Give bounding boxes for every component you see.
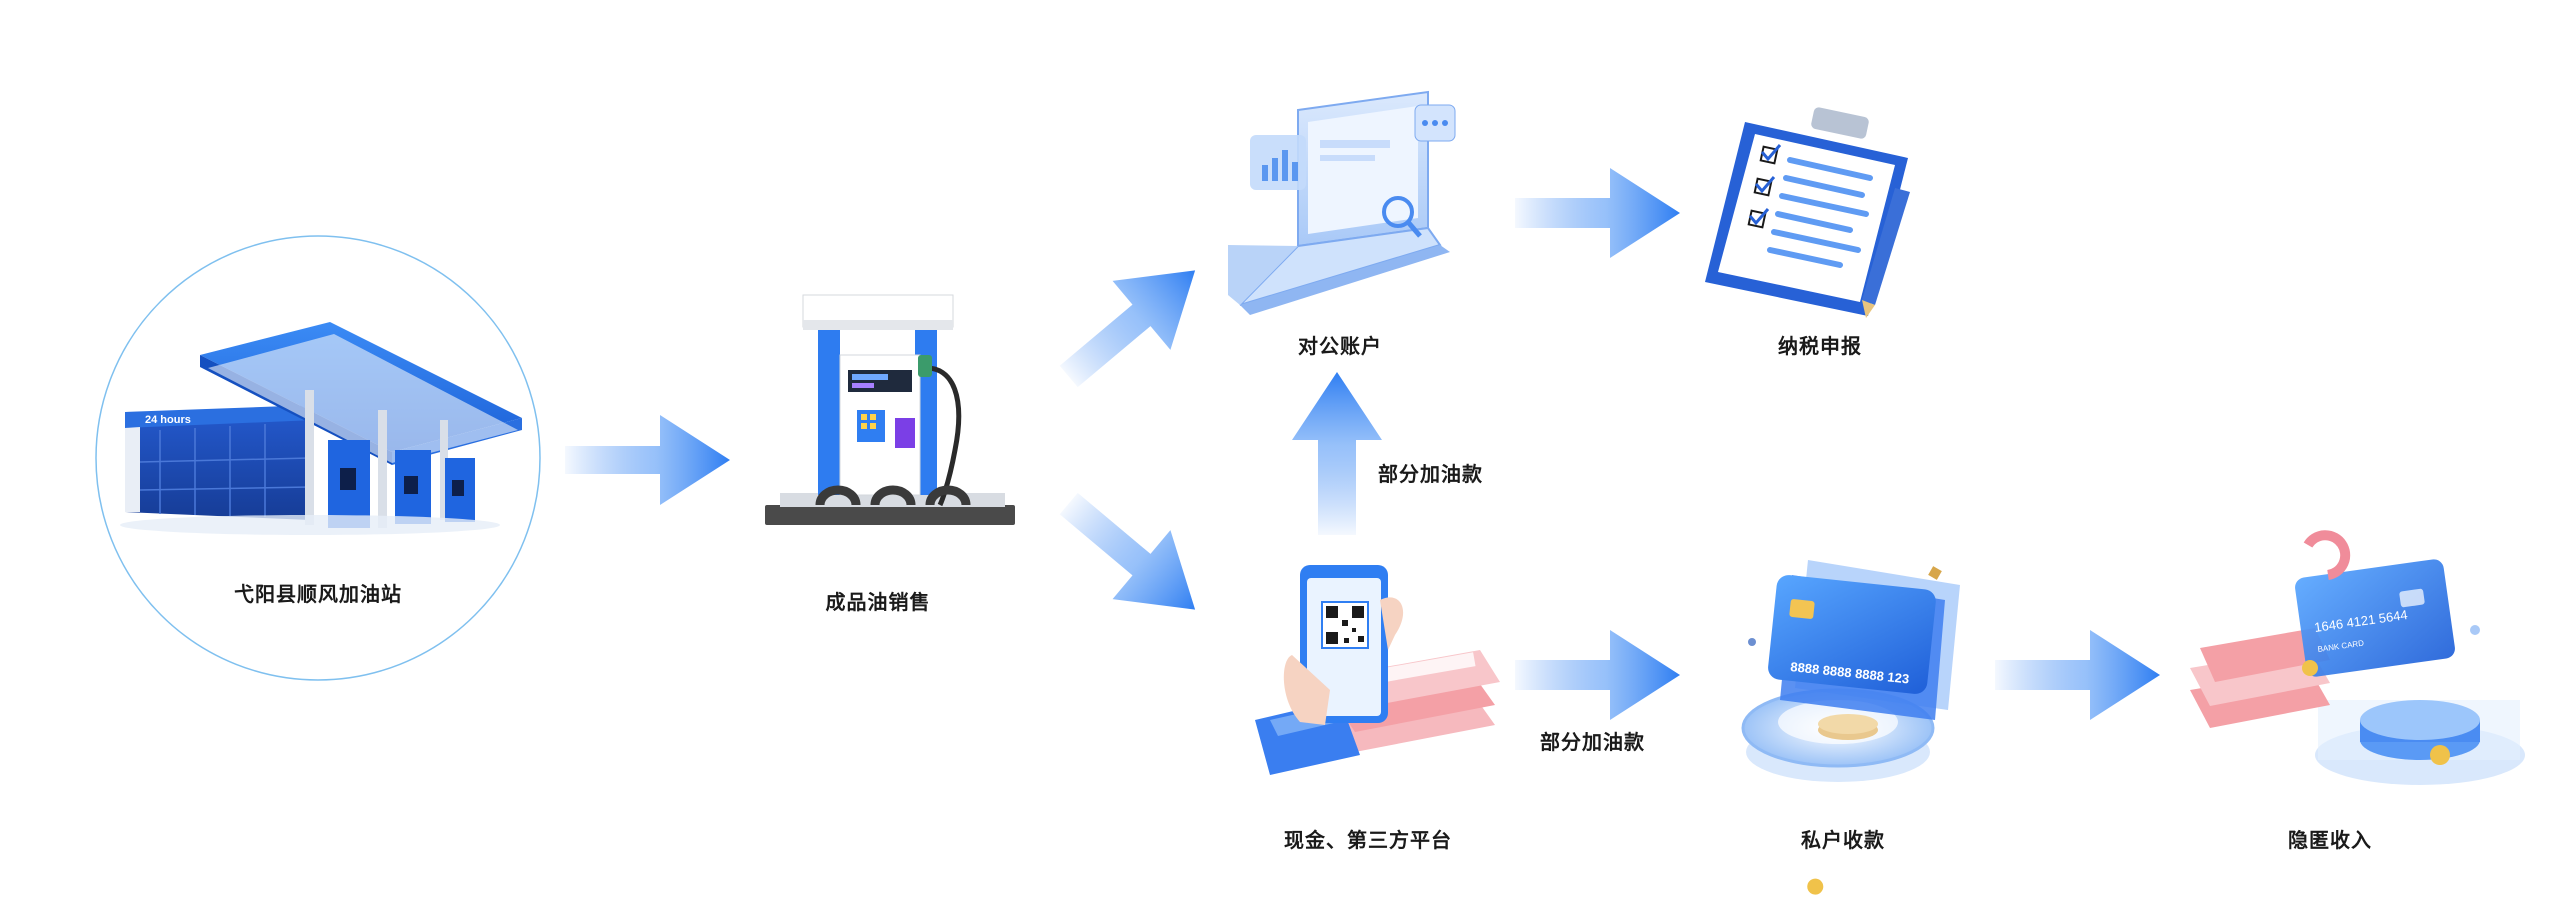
arrow-pump-to-cash	[1059, 492, 1196, 610]
arrow-station-to-pump	[565, 415, 730, 505]
arrow-corporate-to-tax	[1515, 168, 1680, 258]
private-card-illustration: 8888 8888 8888 123	[1741, 560, 1960, 895]
hidden-income-illustration: 1646 4121 5644 BANK CARD	[2190, 530, 2525, 785]
node-label-tax: 纳税申报	[1778, 334, 1862, 358]
node-label-cash: 现金、第三方平台	[1284, 828, 1452, 852]
station-24h-sign: 24 hours	[145, 414, 191, 426]
node-label-hidden: 隐匿收入	[2288, 828, 2372, 852]
phone-payment-illustration	[1255, 565, 1500, 775]
node-label-private: 私户收款	[1801, 828, 1885, 852]
edge-label-cash-to-private: 部分加油款	[1540, 730, 1645, 754]
node-label-station: 弋阳县顺风加油站	[234, 582, 402, 606]
station-outline-circle	[95, 235, 541, 681]
node-label-pump: 成品油销售	[825, 590, 931, 614]
fuel-pump-illustration	[765, 294, 1015, 525]
arrow-pump-to-corporate	[1059, 270, 1196, 388]
edge-label-cash-to-corporate: 部分加油款	[1378, 462, 1483, 486]
node-label-corporate: 对公账户	[1298, 334, 1382, 358]
clipboard-illustration	[1705, 107, 1910, 318]
arrow-cash-to-corporate	[1292, 372, 1382, 535]
gas-station-illustration: 24 hours	[95, 235, 541, 681]
laptop-illustration	[1228, 90, 1456, 315]
arrow-private-to-hidden	[1995, 630, 2160, 720]
hidden-cash-stack	[2190, 628, 2330, 728]
arrow-cash-to-private	[1515, 630, 1680, 720]
